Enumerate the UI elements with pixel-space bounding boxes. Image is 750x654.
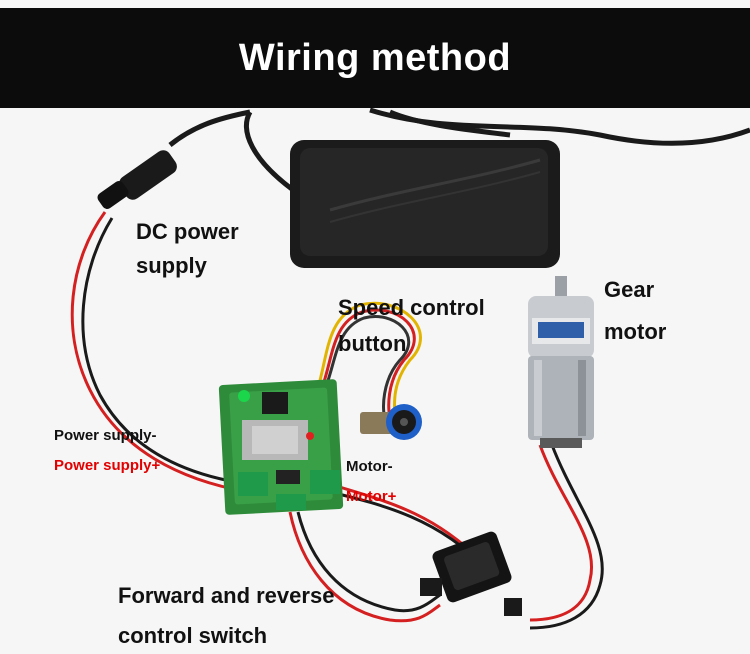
- gear-motor-label-line1: Gear: [604, 277, 655, 302]
- power-supply-minus-label: Power supply-: [54, 427, 157, 444]
- dc-barrel-connector: [97, 150, 177, 210]
- page-title: Wiring method: [238, 36, 512, 79]
- gear-motor-label: Gear motor: [604, 276, 666, 345]
- switch-label-line2: control switch: [118, 622, 268, 648]
- title-banner: Wiring method: [0, 8, 750, 108]
- switch-wire-red-2: [288, 511, 441, 623]
- power-wire-red: [70, 211, 249, 494]
- dc-power-label-line2: supply: [136, 252, 207, 278]
- motor-wire-black: [529, 444, 604, 630]
- switch-label-line1: Forward and reverse: [118, 583, 335, 608]
- speed-control-knob: [360, 404, 422, 440]
- pot-cable-yellow: [308, 301, 422, 419]
- motor-minus-label: Motor-: [346, 458, 393, 475]
- power-supply-plus-label: Power supply+: [54, 457, 161, 474]
- speed-control-label-line2: button: [338, 330, 407, 356]
- gear-motor: [528, 276, 594, 448]
- speed-control-label-line1: Speed control: [338, 295, 485, 320]
- wiring-photo: [0, 108, 750, 654]
- gear-motor-label-line2: motor: [604, 318, 667, 344]
- dc-power-label-line1: DC power: [136, 219, 239, 244]
- motor-plus-label: Motor+: [346, 488, 397, 505]
- switch-wire-black-2: [296, 511, 441, 613]
- motor-driver-board: [218, 379, 344, 515]
- forward-reverse-switch: [420, 531, 522, 616]
- dc-power-label: DC power supply: [136, 218, 239, 279]
- power-wire-black: [81, 217, 249, 486]
- adapter-cable-loop: [168, 109, 251, 147]
- switch-label: Forward and reverse control switch: [118, 582, 334, 649]
- adapter-cable-top: [389, 109, 511, 138]
- speed-control-label: Speed control button: [338, 294, 485, 357]
- motor-wire-red: [529, 444, 593, 622]
- pot-cable-black: [312, 315, 411, 419]
- adapter-output-cable: [244, 110, 302, 198]
- pot-cable-red: [310, 308, 416, 419]
- power-adapter: [290, 140, 560, 268]
